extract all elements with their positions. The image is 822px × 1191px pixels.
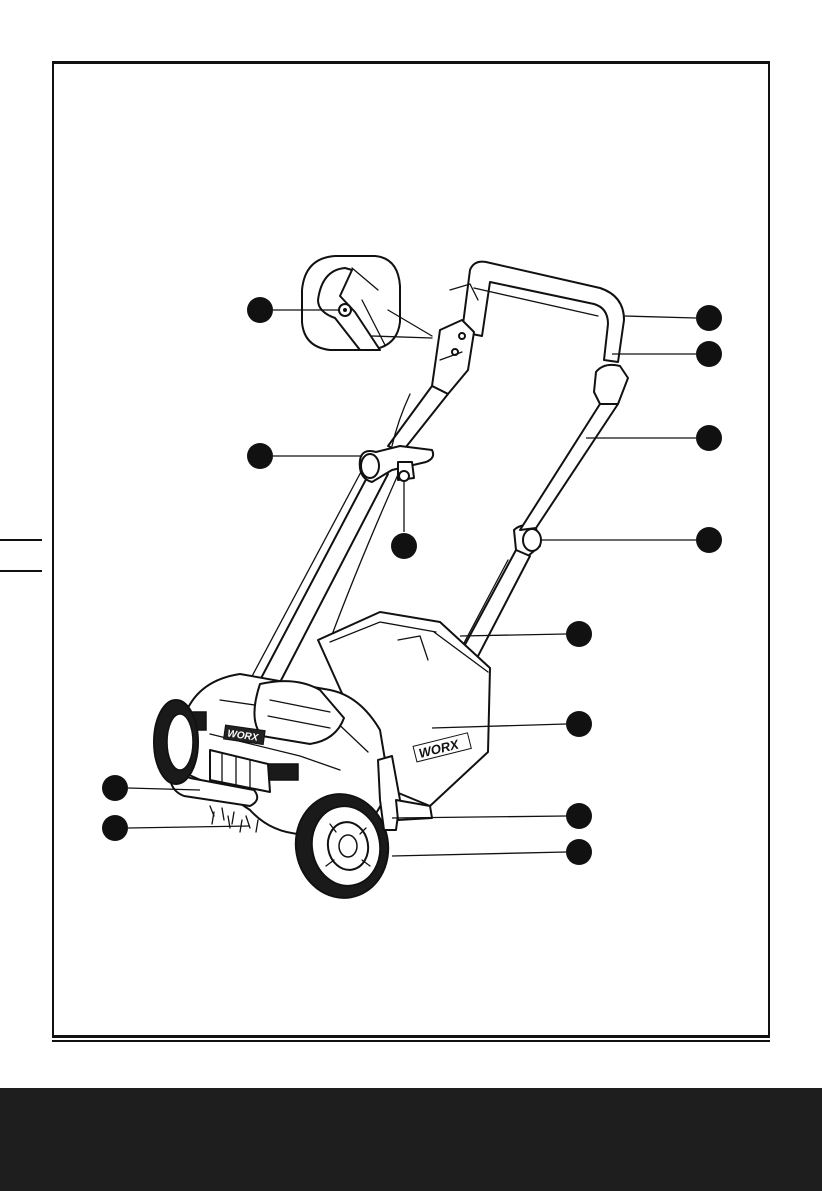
callout-12	[102, 775, 128, 801]
left-wheel	[154, 700, 198, 784]
callout-7	[696, 527, 722, 553]
callout-1	[247, 297, 273, 323]
callout-11	[566, 839, 592, 865]
callout-5	[696, 341, 722, 367]
callout-8	[566, 621, 592, 647]
footer-band	[0, 1088, 822, 1191]
callout-6	[696, 425, 722, 451]
upper-handle	[450, 262, 624, 362]
callout-9	[566, 711, 592, 737]
switch-box	[432, 320, 474, 394]
detail-magnifier	[302, 256, 432, 350]
callout-4	[696, 305, 722, 331]
callout-13	[102, 815, 128, 841]
callout-2	[247, 443, 273, 469]
callout-3	[391, 533, 417, 559]
callout-10	[566, 803, 592, 829]
